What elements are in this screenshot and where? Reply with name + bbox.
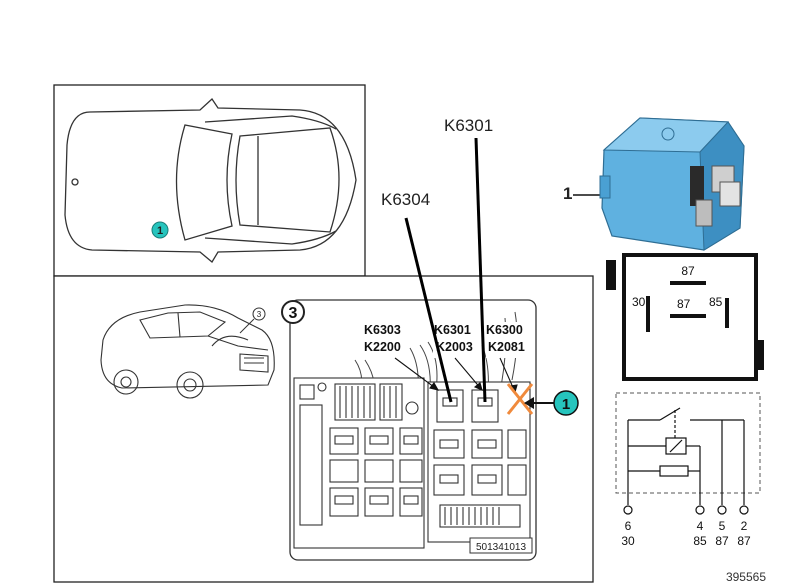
label-k2081: K2081 <box>488 340 525 354</box>
relay-item-number: 1 <box>563 184 572 203</box>
section-number-badge: 3 <box>281 300 305 324</box>
fuse-block <box>293 377 425 549</box>
callout-k6304: K6304 <box>381 190 453 403</box>
relay-schematic: 6 4 5 2 30 85 87 87 <box>615 392 761 548</box>
car-top-view-panel: 1 <box>53 84 366 277</box>
relay-illustration: 1 <box>563 117 745 251</box>
relay-pinout: 87 30 87 85 <box>606 253 764 381</box>
callout-k6301-label: K6301 <box>444 116 493 135</box>
schematic-pin-number-4: 4 <box>697 519 704 533</box>
fuse-box-panel: 3 3 <box>53 275 594 583</box>
schematic-terminal-87a: 87 <box>715 534 729 548</box>
car-sketch-badge-number: 3 <box>257 310 262 319</box>
label-k6300: K6300 <box>486 323 523 337</box>
schematic-terminal-30: 30 <box>621 534 635 548</box>
pinout-top-87: 87 <box>681 264 695 278</box>
car-perspective-sketch <box>100 304 275 399</box>
section-number: 3 <box>289 305 298 322</box>
schematic-terminal-87b: 87 <box>737 534 751 548</box>
pinout-left-30: 30 <box>632 295 646 309</box>
schematic-pin-number-2: 2 <box>741 519 748 533</box>
callout-k6304-label: K6304 <box>381 190 430 209</box>
schematic-pin-number-5: 5 <box>719 519 726 533</box>
removed-relay-marker <box>506 383 534 415</box>
label-k2003: K2003 <box>436 340 473 354</box>
car-sketch-badge: 3 <box>239 307 266 334</box>
schematic-terminal-85: 85 <box>693 534 707 548</box>
car-location-badge: 1 <box>151 221 169 239</box>
label-k2200: K2200 <box>364 340 401 354</box>
car-location-badge-number: 1 <box>157 225 163 237</box>
pinout-center-87: 87 <box>677 297 691 311</box>
pinout-right-85: 85 <box>709 295 723 309</box>
target-slot-arrow <box>524 397 554 409</box>
callout-k6301: K6301 <box>444 116 493 403</box>
target-slot-badge: 1 <box>553 390 579 416</box>
diagram-number: 395565 <box>726 570 766 584</box>
target-slot-badge-number: 1 <box>562 396 570 413</box>
relay-slot-labels: K6303 K2200 K6301 K2003 K6300 K2081 <box>362 322 530 358</box>
schematic-pin-number-6: 6 <box>625 519 632 533</box>
fuse-box-drawing: 3 <box>281 299 537 561</box>
part-number: 501341013 <box>476 542 526 553</box>
label-k6301: K6301 <box>434 323 471 337</box>
label-k6303: K6303 <box>364 323 401 337</box>
